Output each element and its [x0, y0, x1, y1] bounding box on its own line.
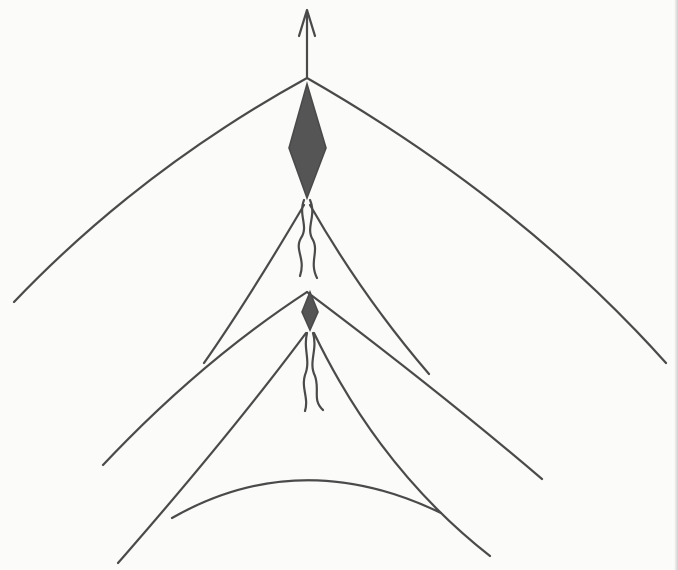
- page-edge: [674, 0, 678, 570]
- lower-bridle-right: [314, 333, 490, 556]
- left-mid-arc: [103, 292, 307, 465]
- bottom-arc: [172, 480, 441, 518]
- upper-bridle-right: [310, 205, 429, 374]
- right-outer-arc: [307, 78, 666, 363]
- upper-kite-shape: [289, 84, 326, 198]
- up-arrow: [299, 10, 315, 78]
- lower-tail-strand-left: [304, 333, 307, 411]
- lower-bridle-left: [118, 333, 306, 563]
- upper-bridle-left: [204, 205, 304, 363]
- left-outer-arc: [14, 78, 307, 302]
- lower-tail-strand-right: [312, 333, 323, 410]
